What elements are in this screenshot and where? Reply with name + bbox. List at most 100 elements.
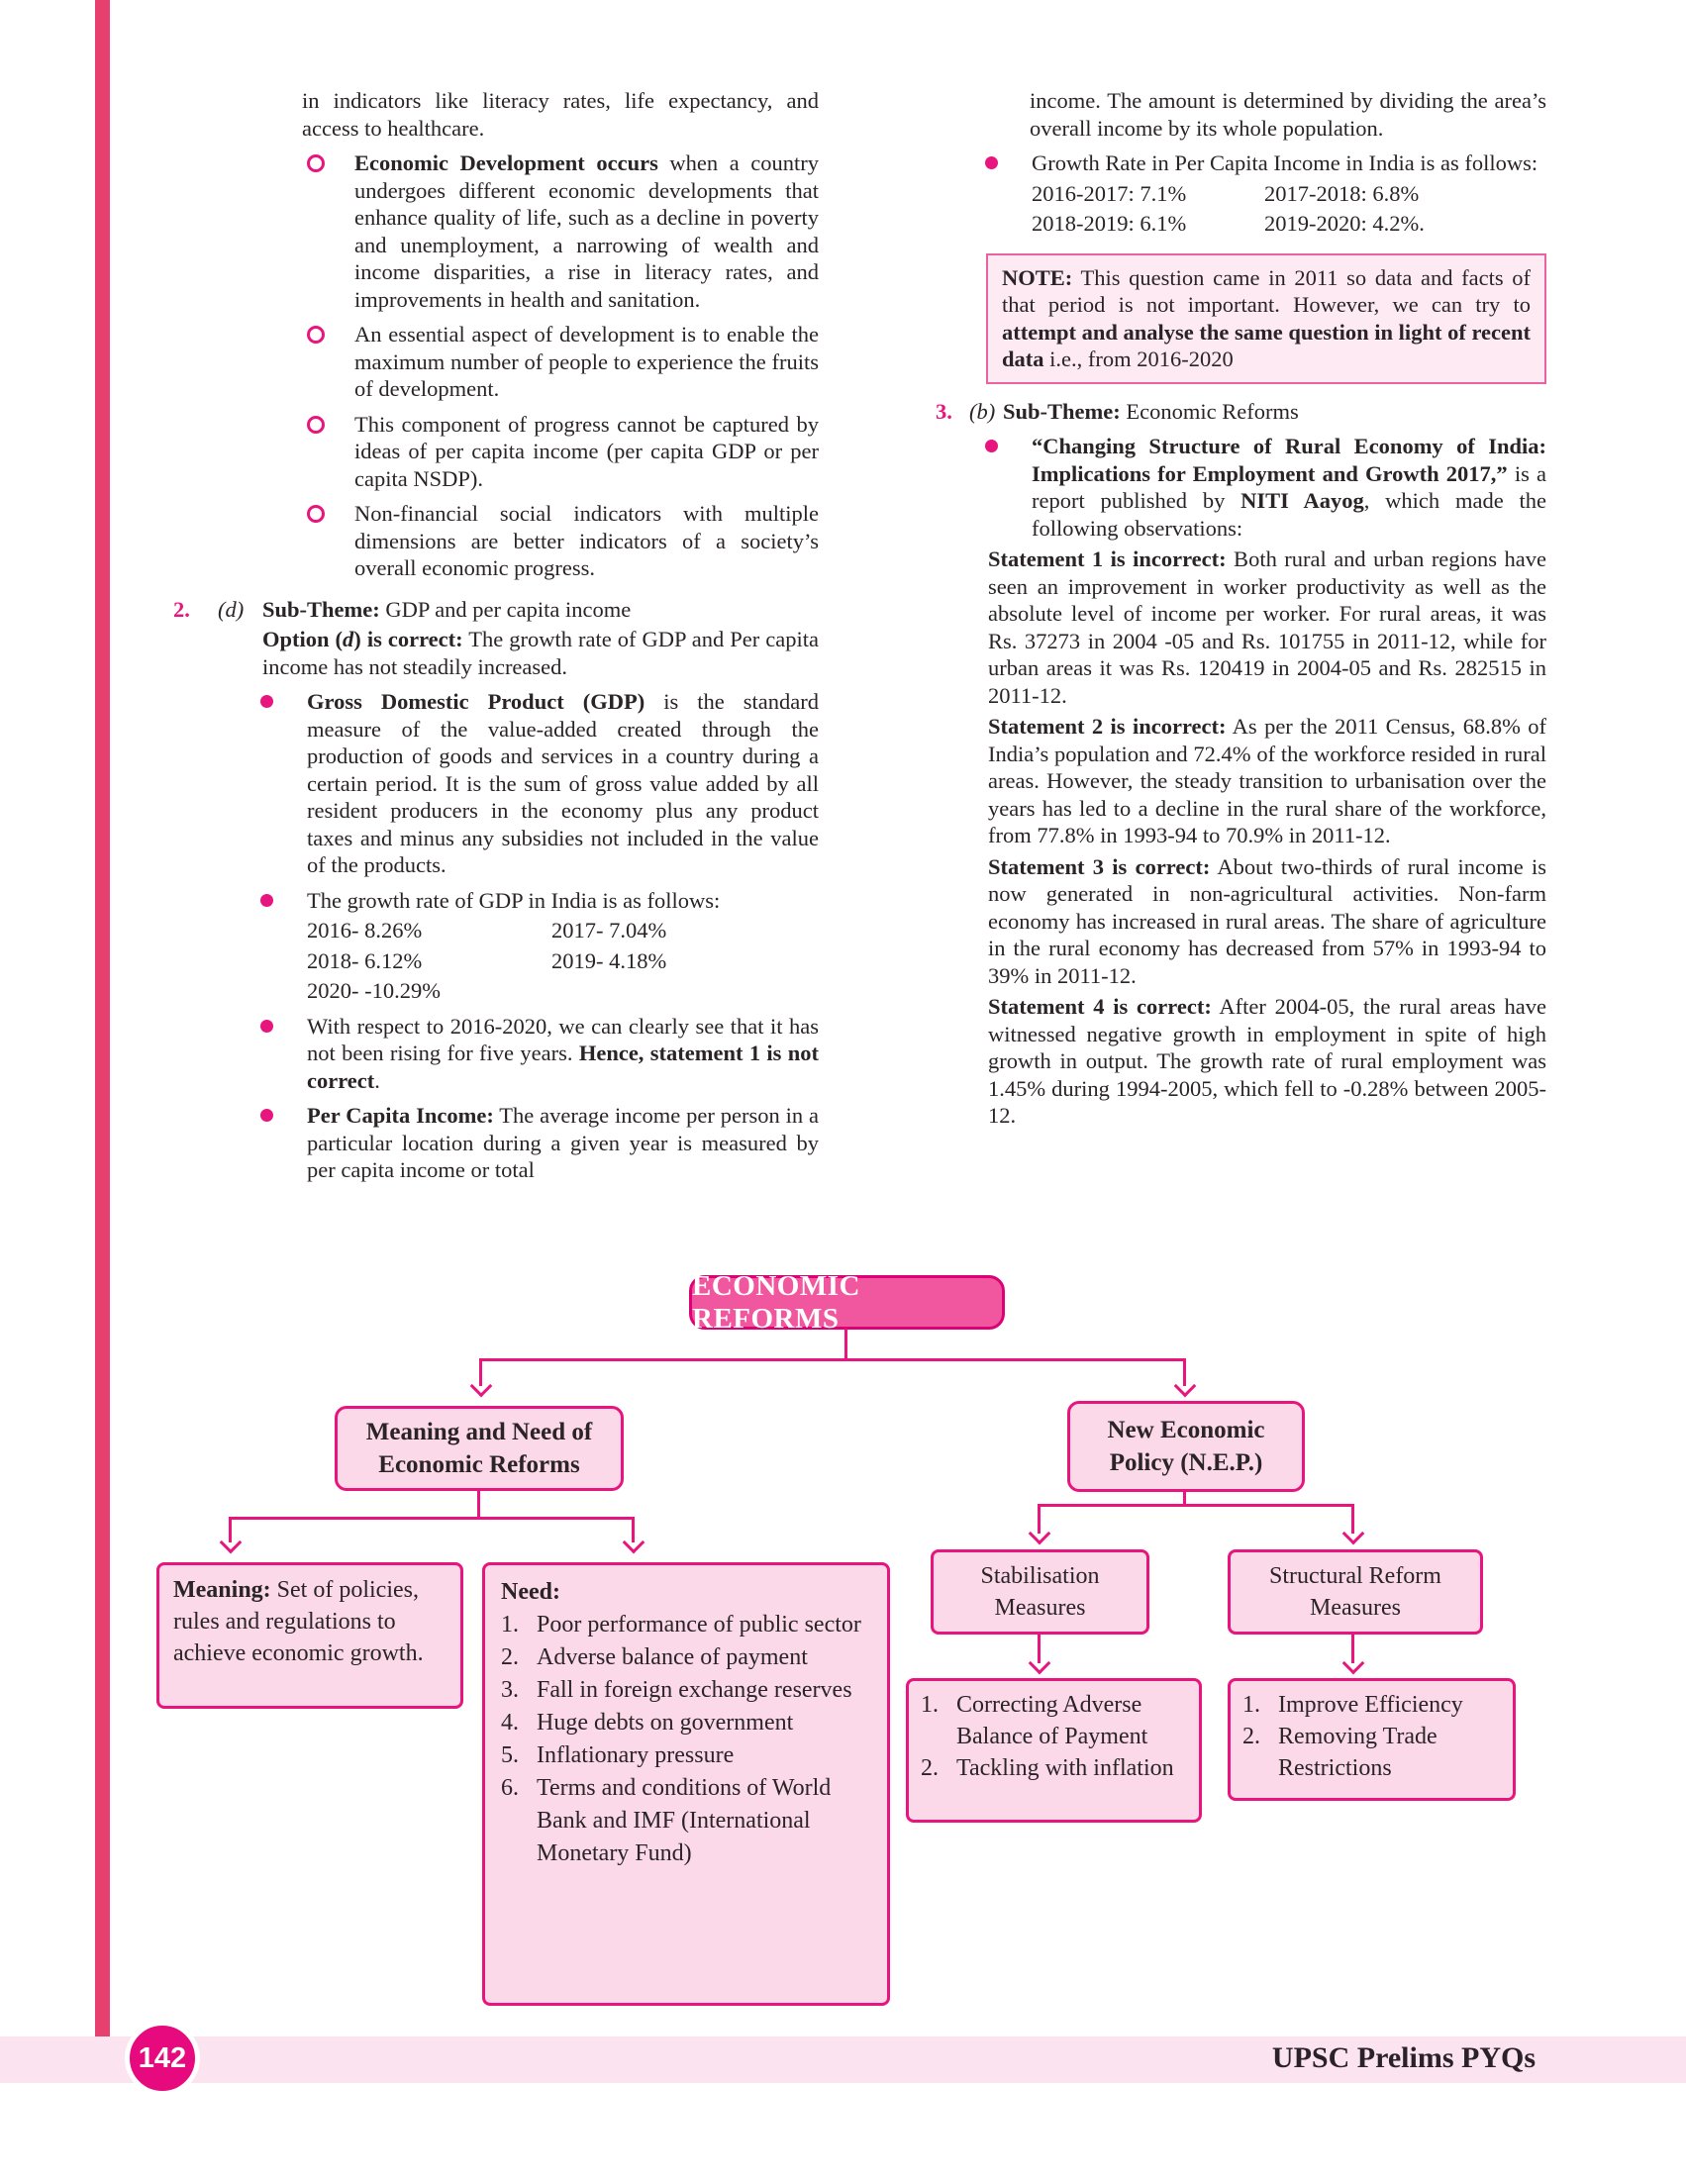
text-segment: After 2004-05, the rural areas have witn…	[988, 994, 1546, 1128]
text-segment: .	[374, 1067, 380, 1093]
arrow-down-icon	[1341, 1651, 1365, 1675]
connector-line	[479, 1358, 482, 1386]
list-item: 3.Fall in foreign exchange reserves	[501, 1674, 871, 1707]
growth-rates-row: 2020- -10.29%	[307, 977, 819, 1005]
text-segment: Set of policies, rules and regulations t…	[173, 1577, 424, 1666]
rate-value: 2016-2017: 7.1%	[1032, 180, 1187, 206]
diagram-box-meaning-and-need: Meaning and Need of Economic Reforms	[335, 1406, 624, 1491]
growth-rates-row: 2018-2019: 6.1%2019-2020: 4.2%.	[1032, 210, 1546, 238]
paragraph: in indicators like literacy rates, life …	[302, 87, 819, 142]
text-segment: ) is correct:	[353, 627, 463, 651]
text-segment: Statement 1 is incorrect:	[988, 546, 1227, 571]
paragraph: Statement 4 is correct: After 2004-05, t…	[988, 993, 1546, 1130]
bullet-item: This component of progress cannot be cap…	[307, 411, 819, 493]
text-segment: Per Capita Income:	[307, 1103, 494, 1128]
open-bullet-icon	[307, 154, 325, 172]
footer-band	[0, 2036, 1686, 2083]
connector-line	[844, 1329, 847, 1360]
text-segment: attempt and analyse the same question in…	[1002, 319, 1531, 372]
rate-value: 2018-2019: 6.1%	[1032, 211, 1187, 236]
text-segment: GDP and per capita income	[379, 596, 632, 622]
arrow-down-icon	[1341, 1522, 1365, 1545]
bullet-icon	[260, 695, 273, 708]
connector-line	[1351, 1634, 1354, 1663]
connector-line	[1351, 1504, 1354, 1534]
list-item: 1.Poor performance of public sector	[501, 1609, 871, 1641]
text-segment: This question came in 2011 so data and f…	[1002, 264, 1531, 318]
paragraph: Statement 1 is incorrect: Both rural and…	[988, 546, 1546, 709]
arrow-down-icon	[622, 1531, 645, 1554]
diagram-box-new-economic-policy: New Economic Policy (N.E.P.)	[1067, 1401, 1305, 1492]
list-item-number: 4.	[501, 1710, 519, 1736]
list-item-text: Correcting Adverse Balance of Payment	[956, 1692, 1148, 1749]
list-item: 4.Huge debts on government	[501, 1707, 871, 1739]
list-item-number: 2.	[501, 1644, 519, 1670]
text-segment: Non-financial social indicators with mul…	[354, 501, 819, 580]
question-number: 3.	[936, 398, 952, 424]
text-segment: Both rural and urban regions have seen a…	[988, 546, 1546, 708]
list-item-number: 1.	[1242, 1692, 1260, 1718]
growth-rates-row: 2016- 8.26% 2017- 7.04%	[307, 917, 819, 944]
list-item: 2. Removing Trade Restrictions	[1242, 1721, 1503, 1784]
list-item-number: 2.	[921, 1755, 939, 1781]
list-item-number: 1.	[501, 1612, 519, 1638]
text-segment: NOTE:	[1002, 264, 1073, 290]
text-segment: Statement 2 is incorrect:	[988, 714, 1227, 739]
diagram-box-need: Need: 1.Poor performance of public secto…	[482, 1562, 890, 2006]
text-segment: Statement 4 is correct:	[988, 994, 1212, 1019]
list-item: 5.Inflationary pressure	[501, 1739, 871, 1772]
connector-line	[1038, 1504, 1354, 1507]
list-item-number: 5.	[501, 1742, 519, 1768]
paragraph: income. The amount is determined by divi…	[1030, 87, 1546, 142]
diagram-box-stabilisation-measures: Stabilisation Measures	[931, 1549, 1149, 1635]
bullet-icon	[260, 1019, 273, 1033]
rate-value: 2019- 4.18%	[551, 947, 667, 973]
rate-value: 2020- -10.29%	[307, 978, 441, 1003]
open-bullet-icon	[307, 505, 325, 523]
text-segment: d	[343, 627, 354, 651]
connector-line	[229, 1517, 232, 1542]
text-segment: The growth rate of GDP in India is as fo…	[307, 887, 721, 913]
answer-option-letter: (d)	[218, 596, 245, 622]
connector-line	[1183, 1358, 1186, 1386]
page-number-badge: 142	[125, 2021, 200, 2096]
connector-line	[229, 1517, 635, 1520]
rate-value: 2018- 6.12%	[307, 947, 423, 973]
paragraph: Statement 2 is incorrect: As per the 201…	[988, 713, 1546, 849]
list-item-text: Tackling with inflation	[956, 1755, 1174, 1781]
list-item-text: Removing Trade Restrictions	[1278, 1724, 1438, 1781]
text-segment: Hence, statement 1 is not correct	[307, 1041, 820, 1093]
text-segment: Statement 3 is correct:	[988, 853, 1211, 879]
open-bullet-icon	[307, 415, 325, 434]
arrow-down-icon	[1028, 1522, 1051, 1545]
arrow-down-icon	[219, 1531, 243, 1554]
question-heading: 2.(d)Sub-Theme: GDP and per capita incom…	[173, 596, 819, 624]
rate-value: 2016- 8.26%	[307, 918, 423, 943]
rate-value: 2017- 7.04%	[551, 918, 667, 943]
text-segment: Meaning:	[173, 1577, 271, 1603]
list-item: 1.Improve Efficiency	[1242, 1689, 1503, 1721]
list-item-text: Terms and conditions of World Bank and I…	[537, 1775, 832, 1866]
question-heading: 3.(b)Sub-Theme: Economic Reforms	[936, 398, 1546, 426]
arrow-down-icon	[1173, 1374, 1197, 1398]
text-segment: As per the 2011 Census, 68.8% of India’s…	[988, 714, 1546, 847]
connector-line	[1038, 1504, 1041, 1534]
rate-value: 2017-2018: 6.8%	[1264, 180, 1420, 206]
text-segment: The average income per person in a parti…	[307, 1103, 819, 1182]
list-item: 2. Tackling with inflation	[921, 1752, 1189, 1784]
text-segment: , which made the following observations:	[1032, 488, 1547, 541]
text-segment: The growth rate of GDP and Per capita in…	[262, 627, 819, 679]
text-segment: This component of progress cannot be cap…	[354, 411, 819, 491]
list-item-number: 3.	[501, 1677, 519, 1703]
connector-line	[477, 1491, 480, 1519]
bullet-item: With respect to 2016-2020, we can clearl…	[260, 1013, 820, 1095]
list-item-number: 2.	[1242, 1724, 1260, 1749]
text-segment: About two-thirds of rural income is now …	[988, 853, 1546, 988]
list-item: 6.Terms and conditions of World Bank and…	[501, 1772, 871, 1870]
text-segment: when a country undergoes different econo…	[354, 150, 819, 312]
paragraph: Option (d) is correct: The growth rate o…	[262, 626, 819, 680]
arrow-down-icon	[1028, 1651, 1051, 1675]
diagram-box-structural-items: 1.Improve Efficiency 2. Removing Trade Res…	[1228, 1678, 1516, 1801]
